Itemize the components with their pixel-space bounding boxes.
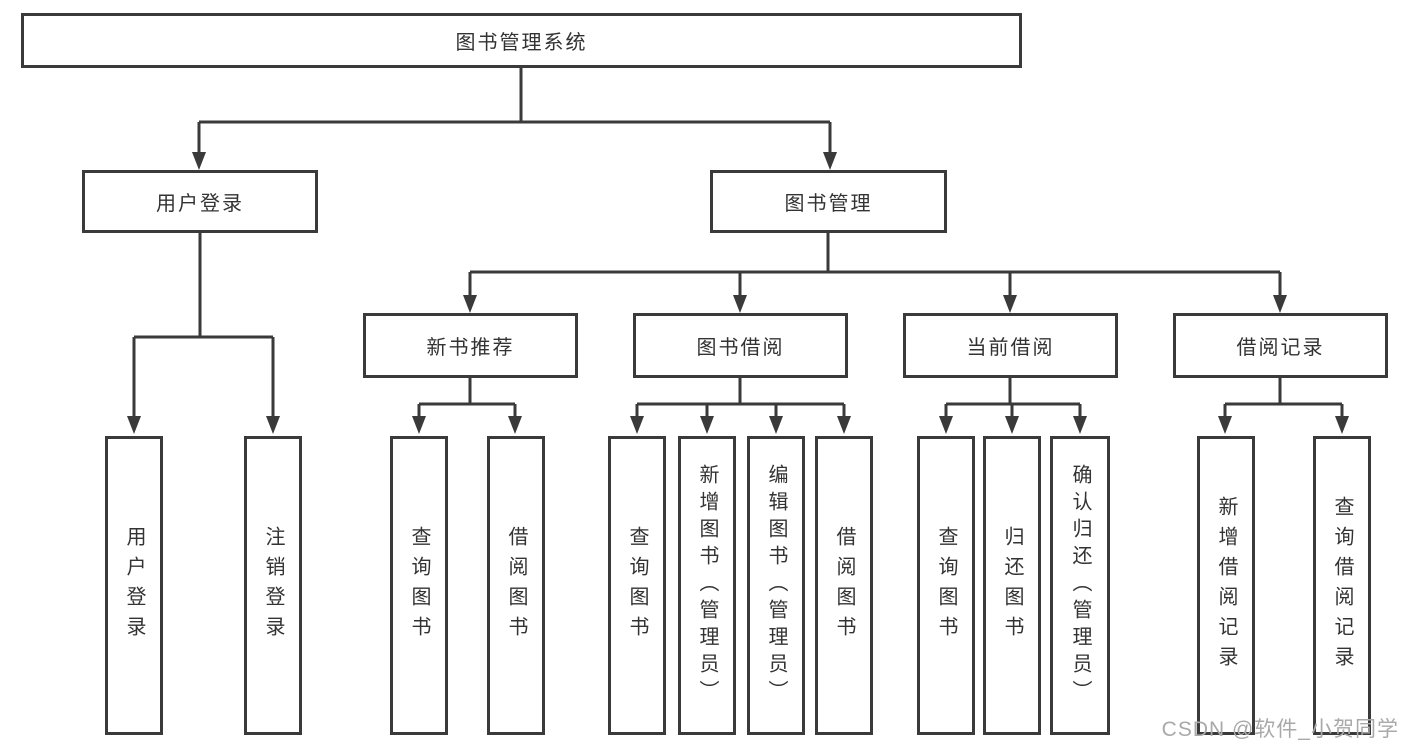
leaf-confirm-return-admin-label: 确认归还（管理员） (1069, 464, 1091, 707)
node-library-system: 图书管理系统 (21, 13, 1022, 68)
node-book-borrowing-label: 图书借阅 (696, 337, 785, 359)
leaf-logout: 注销登录 (244, 436, 302, 735)
node-new-book-recommend-label: 新书推荐 (426, 337, 515, 359)
leaf-query-books-current-label: 查询图书 (935, 525, 957, 646)
leaf-return-books: 归还图书 (983, 436, 1041, 735)
leaf-borrow-books-recommend-label: 借阅图书 (505, 525, 527, 646)
connector-user-login-children (127, 233, 280, 434)
leaf-query-books-recommend-label: 查询图书 (408, 525, 430, 646)
node-library-system-label: 图书管理系统 (455, 32, 588, 54)
node-current-borrowing: 当前借阅 (903, 313, 1118, 378)
connector-book-mgmt-children (463, 233, 1287, 313)
leaf-borrow-books: 借阅图书 (815, 436, 873, 735)
node-book-borrowing: 图书借阅 (633, 313, 848, 378)
leaf-query-borrow-record-label: 查询借阅记录 (1331, 495, 1353, 676)
node-book-management: 图书管理 (710, 170, 947, 233)
connector-borrow-records-children (1218, 378, 1349, 434)
connector-book-borrow-children (630, 378, 851, 434)
leaf-add-books-admin-label: 新增图书（管理员） (696, 464, 718, 707)
leaf-borrow-books-label: 借阅图书 (833, 525, 855, 646)
leaf-query-borrow-record: 查询借阅记录 (1313, 436, 1371, 735)
leaf-add-borrow-record: 新增借阅记录 (1197, 436, 1255, 735)
connector-new-books-children (412, 378, 522, 434)
leaf-query-books-borrow-label: 查询图书 (626, 525, 648, 646)
leaf-confirm-return-admin: 确认归还（管理员） (1050, 436, 1110, 735)
leaf-logout-label: 注销登录 (262, 525, 284, 646)
leaf-query-books-recommend: 查询图书 (390, 436, 448, 735)
leaf-query-books-borrow: 查询图书 (608, 436, 666, 735)
csdn-watermark: CSDN @软件_小贺同学 (1161, 718, 1399, 741)
leaf-user-login-label: 用户登录 (123, 525, 145, 646)
leaf-borrow-books-recommend: 借阅图书 (487, 436, 545, 735)
node-borrowing-records-label: 借阅记录 (1236, 337, 1325, 359)
node-book-management-label: 图书管理 (784, 193, 873, 215)
node-user-login-label: 用户登录 (156, 193, 244, 215)
leaf-edit-books-admin: 编辑图书（管理员） (747, 436, 805, 735)
node-new-book-recommend: 新书推荐 (363, 313, 578, 378)
node-user-login: 用户登录 (82, 170, 318, 233)
connector-root-to-level2 (192, 68, 837, 170)
node-borrowing-records: 借阅记录 (1173, 313, 1388, 378)
leaf-user-login: 用户登录 (105, 436, 163, 735)
leaf-add-borrow-record-label: 新增借阅记录 (1215, 495, 1237, 676)
leaf-query-books-current: 查询图书 (917, 436, 975, 735)
connector-current-borrow-children (939, 378, 1087, 434)
leaf-return-books-label: 归还图书 (1001, 525, 1023, 646)
node-current-borrowing-label: 当前借阅 (966, 337, 1055, 359)
leaf-edit-books-admin-label: 编辑图书（管理员） (765, 464, 787, 707)
leaf-add-books-admin: 新增图书（管理员） (678, 436, 736, 735)
